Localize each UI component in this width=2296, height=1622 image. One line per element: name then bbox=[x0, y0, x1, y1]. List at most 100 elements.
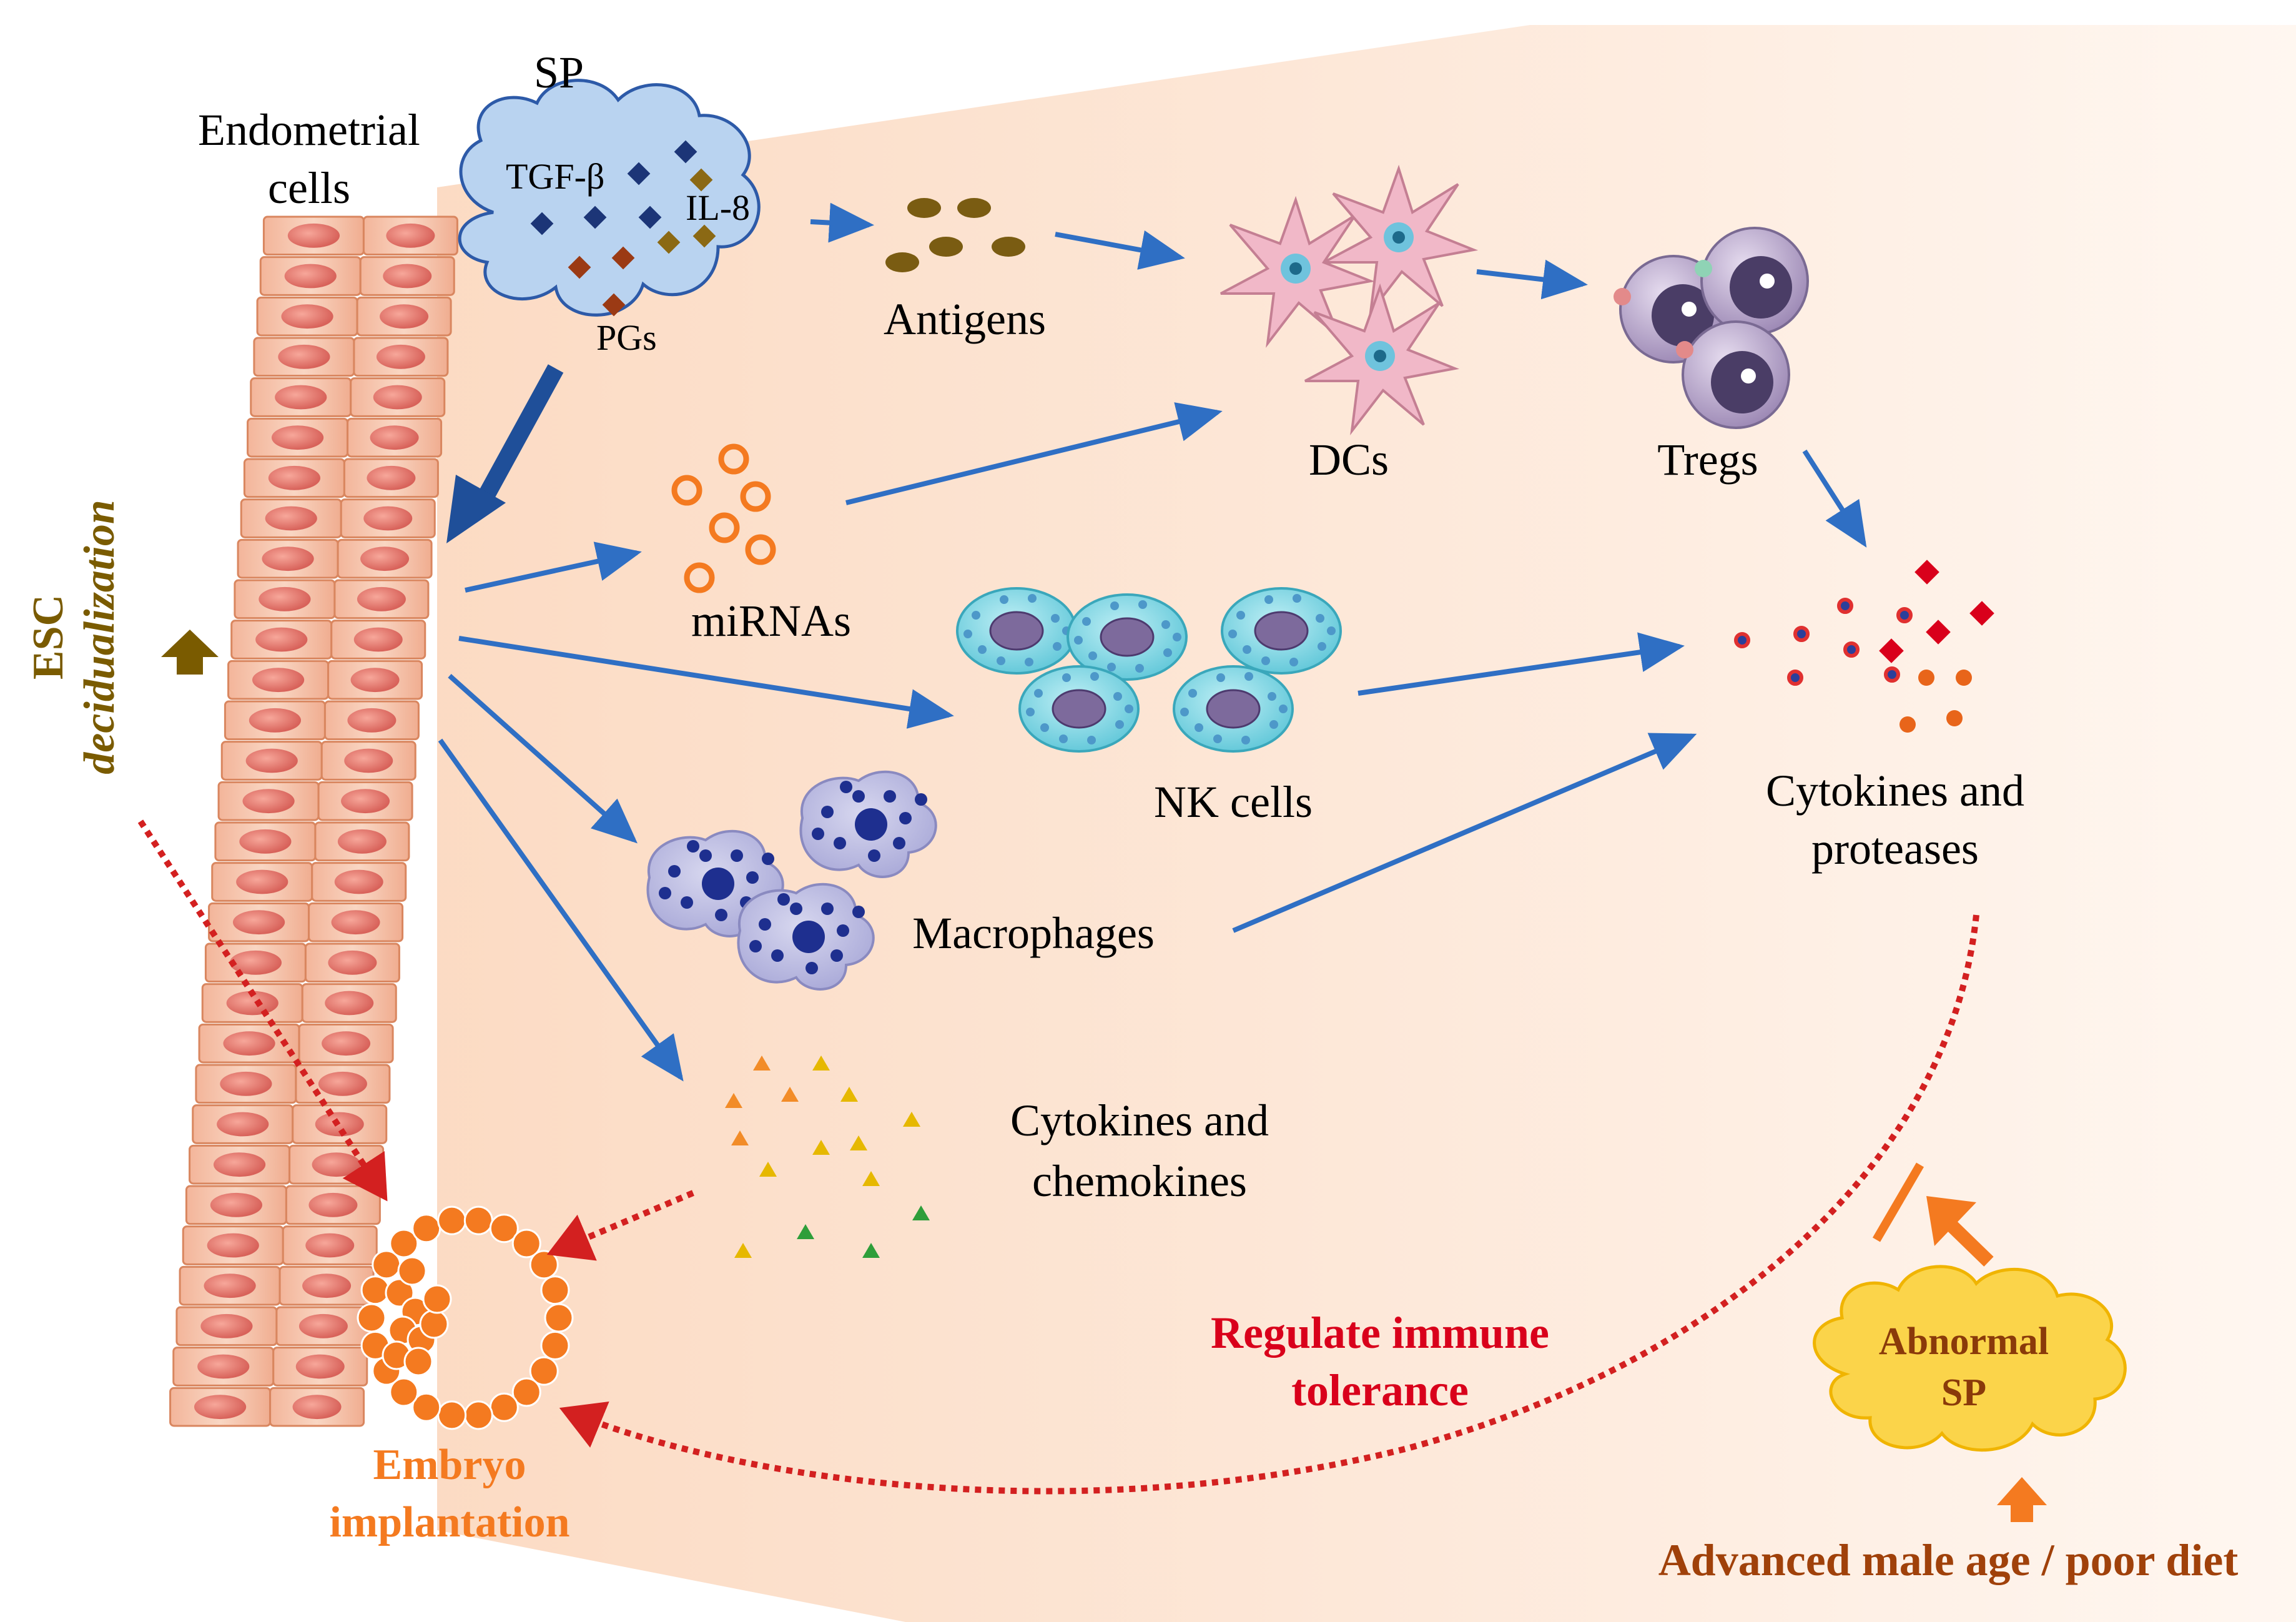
up-arrow-icon bbox=[1997, 1477, 2047, 1522]
treg-cell bbox=[1695, 227, 1809, 335]
dendritic-cell bbox=[1220, 195, 1376, 349]
macrophages-label: Macrophages bbox=[912, 908, 1155, 958]
dcs-label: DCs bbox=[1309, 435, 1389, 485]
cytokines-proteases-label-line2: proteases bbox=[1811, 824, 1979, 874]
red-dotted-arrows bbox=[137, 819, 1979, 1495]
arrow-nk-to-cytokines bbox=[1357, 632, 1685, 696]
endometrial-cell bbox=[227, 660, 330, 700]
endometrial-cell bbox=[214, 821, 317, 862]
endometrial-cell bbox=[272, 1347, 368, 1387]
endometrial-cell bbox=[350, 377, 446, 417]
cytokines-chemokines-cluster bbox=[725, 1056, 930, 1258]
endometrial-cell-layer bbox=[169, 215, 458, 1427]
endometrial-cell bbox=[220, 741, 323, 781]
tregs-label: Tregs bbox=[1657, 435, 1758, 485]
endometrial-cell bbox=[269, 1387, 365, 1427]
inhibition-marker bbox=[1872, 1162, 1994, 1267]
dendritic-cell bbox=[1304, 283, 1460, 436]
endometrial-cell bbox=[301, 983, 397, 1023]
endometrial-cell bbox=[234, 579, 336, 620]
dcs-cluster bbox=[1220, 164, 1479, 436]
endometrial-cell bbox=[337, 538, 433, 579]
endometrial-cell bbox=[185, 1185, 287, 1225]
arrow-dcs-to-tregs bbox=[1476, 259, 1588, 300]
tregs-cluster bbox=[1614, 227, 1809, 429]
arrow-tregs-to-cytokines bbox=[1802, 449, 1867, 548]
regulate-label-line1: Regulate immune bbox=[1211, 1308, 1549, 1358]
tgf-label: TGF-β bbox=[506, 156, 604, 197]
endometrial-cell bbox=[356, 296, 452, 337]
endometrial-cell bbox=[343, 458, 439, 498]
arrow-chemokines-to-embryo bbox=[546, 1190, 694, 1261]
endometrial-cell bbox=[240, 498, 342, 538]
up-arrow-icon bbox=[161, 630, 219, 675]
background-wedge bbox=[437, 25, 2296, 1622]
endometrial-cell bbox=[359, 256, 455, 296]
arrow-cells-to-cytokines bbox=[438, 738, 684, 1082]
cytokines-chemokines-label-line1: Cytokines and bbox=[1010, 1095, 1269, 1145]
esc-label-line1: ESC bbox=[24, 595, 72, 680]
arrow-mirnas-to-dcs bbox=[845, 402, 1223, 505]
endometrial-cell bbox=[192, 1104, 294, 1144]
endometrial-cell bbox=[198, 1023, 300, 1064]
endometrial-cell bbox=[333, 579, 430, 620]
nk-cell bbox=[1221, 587, 1342, 675]
endometrial-cell bbox=[304, 942, 400, 983]
endometrial-cell bbox=[250, 377, 352, 417]
endometrial-cell bbox=[172, 1347, 275, 1387]
sp-cloud: TGF-β IL-8 PGs bbox=[458, 79, 761, 358]
arrow-sp-to-antigens bbox=[810, 202, 874, 243]
endometrial-cell bbox=[278, 1265, 375, 1306]
abnormal-sp-line1: Abnormal bbox=[1879, 1320, 2049, 1363]
cytokines-proteases-cluster bbox=[1734, 560, 1994, 733]
nk-cell bbox=[1173, 665, 1294, 753]
cytokines-chemokines-label-line2: chemokines bbox=[1032, 1156, 1247, 1206]
endometrial-cell bbox=[340, 498, 436, 538]
nk-cells-cluster bbox=[956, 587, 1342, 753]
nk-cells-label: NK cells bbox=[1154, 777, 1313, 827]
sp-molecules bbox=[530, 140, 716, 317]
endometrial-cell bbox=[230, 620, 333, 660]
abnormal-sp-line2: SP bbox=[1941, 1372, 1986, 1414]
endometrial-cell bbox=[362, 215, 458, 256]
embryo bbox=[357, 1205, 574, 1430]
antigens-label: Antigens bbox=[884, 294, 1046, 344]
abnormal-sp-cloud: Abnormal SP bbox=[1813, 1265, 2127, 1452]
endometrial-cell bbox=[347, 417, 443, 458]
antigens-cluster bbox=[885, 198, 1025, 272]
arrow-regulate-tolerance bbox=[559, 914, 1979, 1495]
endometrial-cell bbox=[327, 660, 423, 700]
endometrial-cell bbox=[330, 620, 426, 660]
sp-label: SP bbox=[534, 47, 584, 97]
macrophage bbox=[737, 883, 875, 991]
macrophages-cluster bbox=[646, 770, 937, 991]
endometrial-cell bbox=[204, 942, 307, 983]
endometrial-cell bbox=[224, 700, 326, 741]
advanced-age-label: Advanced male age / poor diet bbox=[1658, 1535, 2239, 1585]
cytokines-proteases-label-line1: Cytokines and bbox=[1766, 766, 2024, 816]
pgs-label: PGs bbox=[596, 317, 657, 358]
endometrial-label-line2: cells bbox=[268, 163, 350, 213]
endometrial-cell bbox=[211, 862, 313, 902]
esc-decidualization: ESC decidualization bbox=[24, 500, 219, 774]
mirnas-label: miRNAs bbox=[691, 596, 851, 646]
endometrial-cell bbox=[259, 256, 362, 296]
arrow-cells-to-mirnas bbox=[465, 541, 642, 593]
endometrial-cell bbox=[189, 1144, 291, 1185]
esc-label-line2: decidualization bbox=[76, 500, 124, 774]
endometrial-label-line1: Endometrial bbox=[198, 105, 420, 155]
endometrial-cell bbox=[256, 296, 358, 337]
endometrial-cell bbox=[237, 538, 339, 579]
arrow-macrophages-to-cytokines bbox=[1232, 733, 1697, 933]
endometrial-cell bbox=[282, 1225, 378, 1265]
endometrial-cell bbox=[179, 1265, 281, 1306]
treg-cell bbox=[1676, 320, 1790, 429]
endometrial-cell bbox=[247, 417, 349, 458]
endometrial-cell bbox=[169, 1387, 272, 1427]
macrophage bbox=[799, 770, 937, 878]
endometrial-cell bbox=[308, 902, 404, 942]
nk-cell bbox=[1067, 593, 1188, 681]
endometrial-cell bbox=[243, 458, 345, 498]
regulate-label-line2: tolerance bbox=[1291, 1365, 1469, 1415]
